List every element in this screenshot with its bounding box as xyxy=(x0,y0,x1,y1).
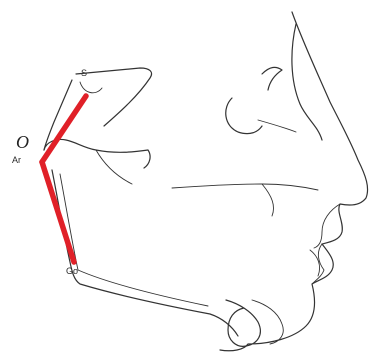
symphysis-contour xyxy=(226,300,260,346)
landmark-go-label: Go xyxy=(66,266,78,276)
orbit-floor xyxy=(258,120,296,132)
symphysis-inner xyxy=(252,300,283,344)
palatal-plane xyxy=(172,184,318,190)
nasal-bone-contour xyxy=(292,24,322,140)
condyle-contour xyxy=(44,139,150,168)
sella-turcica xyxy=(80,82,102,93)
mandible-inner xyxy=(60,174,208,306)
mandibular-notch xyxy=(96,150,132,184)
ar-go-line xyxy=(42,162,74,262)
upper-lip-contour xyxy=(314,204,340,248)
orbit-contour xyxy=(226,98,262,134)
landmark-o-label: O xyxy=(16,132,29,152)
maxilla-contour xyxy=(262,184,274,216)
lower-lip-contour xyxy=(312,244,324,284)
landmark-ar-label: Ar xyxy=(12,155,21,165)
s-ar-line xyxy=(42,96,86,162)
key-ridge xyxy=(262,67,282,90)
landmark-s-label: S xyxy=(81,68,87,78)
soft-tissue-profile xyxy=(220,12,368,351)
mandible-posterior xyxy=(52,170,238,336)
